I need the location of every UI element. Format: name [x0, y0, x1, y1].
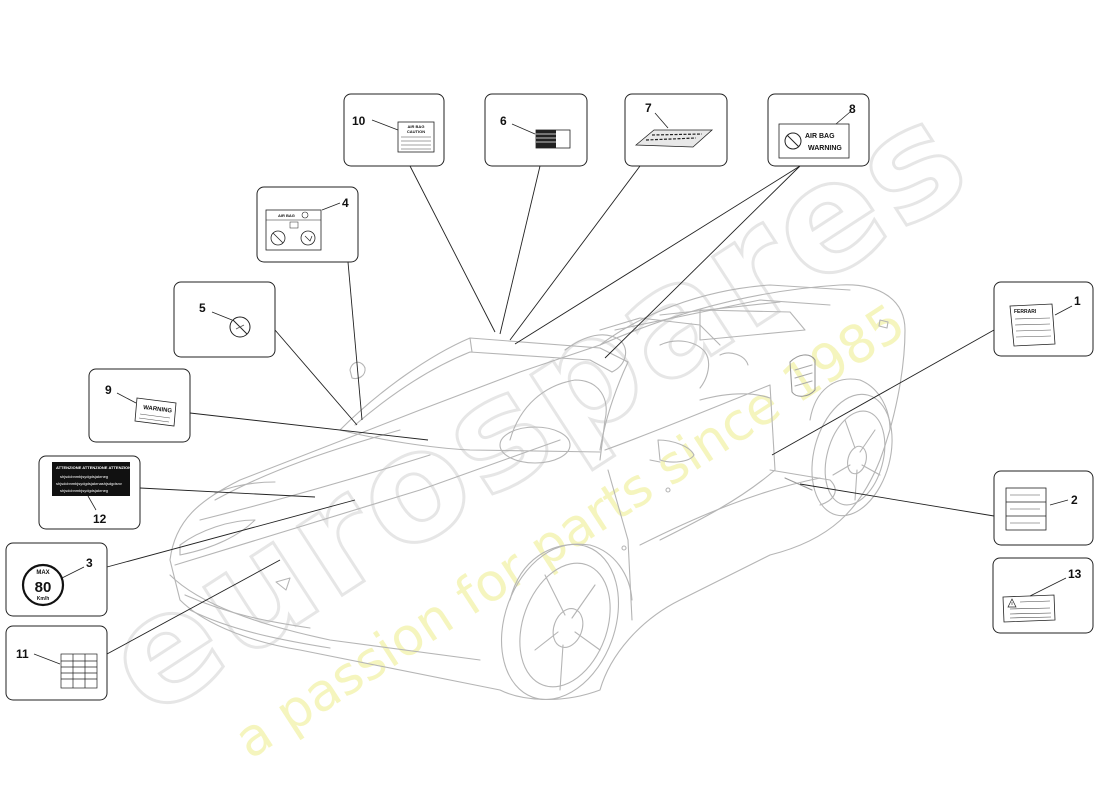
- callout-11-number: 11: [16, 647, 29, 661]
- callout-6[interactable]: 6: [484, 93, 588, 167]
- callout-12-line1: shjsdcbnmbjsydgdsjakrneg: [60, 474, 108, 479]
- caution-triangle-sticker-icon: [1002, 594, 1056, 623]
- callout-10[interactable]: AIR BAG CAUTION 10: [343, 93, 445, 167]
- callout-10-line1: AIR BAG: [408, 124, 425, 129]
- speed-sign-top-text: MAX: [36, 570, 49, 576]
- airbag-warning-sticker-icon: AIR BAG WARNING: [778, 123, 850, 159]
- callout-1[interactable]: FERRARI 1: [993, 281, 1094, 357]
- callout-1-number: 1: [1074, 294, 1081, 308]
- callout-9-number: 9: [105, 383, 112, 397]
- callout-3[interactable]: MAX 80 Km/h 3: [5, 542, 108, 617]
- callout-9[interactable]: WARNING 9: [88, 368, 191, 443]
- airbag-child-seat-warning-icon: AIR BAG: [265, 209, 322, 251]
- callout-12-line3: shjsdcbnmbjsydgdsjakrneg: [60, 488, 108, 493]
- windshield-strip-sticker-icon: [634, 129, 714, 148]
- table-sticker-icon: [60, 653, 98, 689]
- callout-7[interactable]: 7: [624, 93, 728, 167]
- callout-12-number: 12: [93, 512, 107, 526]
- callout-8-line2: WARNING: [808, 145, 842, 152]
- callout-12-header: ATTENZIONE ATTENZIONE ATTENZIONE: [56, 465, 134, 470]
- callout-2-number: 2: [1071, 493, 1078, 507]
- no-smoking-sticker-icon: [229, 316, 251, 338]
- callout-8-number: 8: [849, 102, 856, 116]
- callout-4[interactable]: AIR BAG 4: [256, 186, 359, 263]
- callout-12-line2: shjsdcbnmbjsydgdsjakrnashjsdgdsnv: [56, 481, 122, 486]
- speed-sign-unit: Km/h: [37, 596, 50, 602]
- airbag-caution-sticker-icon: AIR BAG CAUTION: [397, 121, 435, 153]
- barcode-sticker-icon: [535, 129, 571, 149]
- callout-9-label-text: WARNING: [143, 405, 173, 415]
- callout-2[interactable]: 2: [993, 470, 1094, 546]
- callout-6-number: 6: [500, 114, 507, 128]
- callout-12[interactable]: ATTENZIONE ATTENZIONE ATTENZIONE shjsdcb…: [38, 455, 141, 530]
- callout-11[interactable]: 11: [5, 625, 108, 701]
- speed-sign-value: 80: [35, 579, 52, 596]
- callout-4-label-text: AIR BAG: [278, 213, 295, 218]
- speed-limit-sign-icon: MAX 80 Km/h: [21, 563, 65, 607]
- attenzione-sticker-icon: ATTENZIONE ATTENZIONE ATTENZIONE shjsdcb…: [52, 462, 134, 496]
- callout-3-number: 3: [86, 556, 93, 570]
- callout-8-line1: AIR BAG: [805, 133, 835, 140]
- car-outline: [169, 284, 906, 701]
- callout-5[interactable]: 5: [173, 281, 276, 358]
- label-sheet-icon: [1005, 487, 1047, 531]
- callout-7-number: 7: [645, 101, 652, 115]
- callout-10-number: 10: [352, 114, 366, 128]
- callout-13[interactable]: 13: [992, 557, 1094, 634]
- leader-lines: [106, 165, 995, 655]
- callout-10-line2: CAUTION: [407, 129, 425, 134]
- callout-8[interactable]: AIR BAG WARNING 8: [767, 93, 870, 167]
- callout-5-number: 5: [199, 301, 206, 315]
- watermark-brand: eurospares: [75, 66, 999, 750]
- warning-sticker-icon: WARNING: [134, 397, 177, 427]
- callout-13-number: 13: [1068, 567, 1082, 581]
- ferrari-label-sticker-icon: [1009, 303, 1056, 347]
- watermark: eurospares a passion for parts since 198…: [73, 64, 1000, 770]
- callout-4-number: 4: [342, 196, 349, 210]
- callout-1-label-text: FERRARI: [1014, 309, 1037, 315]
